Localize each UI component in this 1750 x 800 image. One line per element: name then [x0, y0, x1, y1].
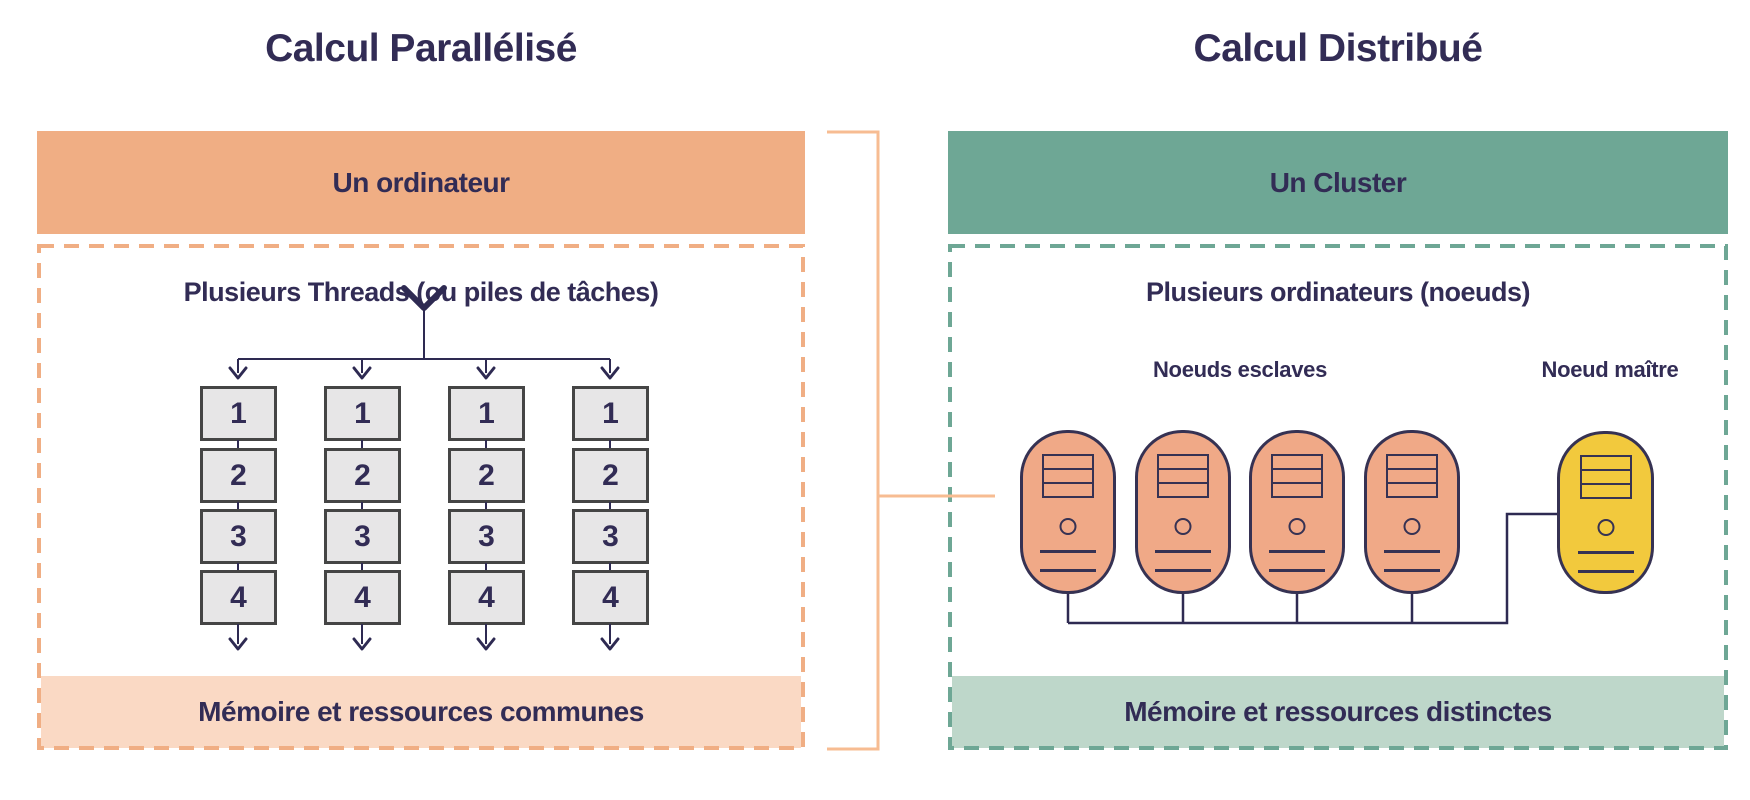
bay-divider — [1273, 467, 1321, 470]
bay-divider — [1388, 467, 1436, 470]
bay-divider — [1044, 467, 1092, 470]
power-button-icon — [1597, 519, 1614, 536]
thread-cell: 1 — [324, 386, 401, 441]
thread-cell: 4 — [324, 570, 401, 625]
thread-cell: 2 — [572, 448, 649, 503]
slave-node-icon-2 — [1135, 430, 1231, 594]
power-button-icon — [1059, 518, 1077, 535]
thread-cell: 3 — [572, 509, 649, 564]
drive-bay-icon — [1271, 454, 1323, 498]
vent-line — [1155, 550, 1211, 553]
vent-line — [1577, 570, 1634, 573]
thread-cell: 1 — [200, 386, 277, 441]
right-panel-title: Calcul Distribué — [1193, 27, 1483, 70]
left-inner-heading: Plusieurs Threads (ou piles de tâches) — [183, 276, 659, 307]
left-top-box: Un ordinateur — [37, 131, 805, 234]
bay-divider — [1273, 481, 1321, 484]
thread-cell: 2 — [200, 448, 277, 503]
drive-bay-icon — [1042, 454, 1094, 498]
right-top-box-label: Un Cluster — [1269, 166, 1407, 198]
slave-node-icon-1 — [1020, 430, 1116, 594]
bay-divider — [1044, 481, 1092, 484]
vent-line — [1269, 569, 1325, 572]
vent-line — [1040, 550, 1096, 553]
vent-line — [1384, 550, 1440, 553]
drive-bay-icon — [1157, 454, 1209, 498]
thread-cell: 2 — [324, 448, 401, 503]
left-top-box-label: Un ordinateur — [332, 166, 510, 198]
vent-line — [1040, 569, 1096, 572]
drive-bay-icon — [1386, 454, 1438, 498]
vent-line — [1577, 551, 1634, 554]
bay-divider — [1388, 481, 1436, 484]
thread-cell: 4 — [448, 570, 525, 625]
master-node-icon — [1557, 431, 1654, 594]
left-dashed-region — [37, 244, 805, 750]
thread-cell: 4 — [200, 570, 277, 625]
bay-divider — [1581, 468, 1630, 471]
right-memory-box: Mémoire et ressources distinctes — [952, 676, 1724, 748]
vent-line — [1384, 569, 1440, 572]
left-memory-label: Mémoire et ressources communes — [198, 696, 644, 727]
slave-node-icon-3 — [1249, 430, 1345, 594]
panel-connector-bracket — [827, 130, 880, 751]
right-inner-heading: Plusieurs ordinateurs (noeuds) — [1145, 276, 1531, 307]
vent-line — [1269, 550, 1325, 553]
thread-cell: 1 — [448, 386, 525, 441]
slave-nodes-label: Noeuds esclaves — [1152, 357, 1328, 382]
power-button-icon — [1288, 518, 1306, 535]
power-button-icon — [1403, 518, 1421, 535]
master-node-label: Noeud maître — [1541, 357, 1679, 382]
vent-line — [1155, 569, 1211, 572]
left-memory-box: Mémoire et ressources communes — [41, 676, 801, 748]
bay-divider — [1159, 467, 1207, 470]
thread-cell: 4 — [572, 570, 649, 625]
bay-divider — [1581, 482, 1630, 485]
bay-divider — [1159, 481, 1207, 484]
drive-bay-icon — [1579, 455, 1632, 499]
thread-cell: 3 — [448, 509, 525, 564]
slave-node-icon-4 — [1364, 430, 1460, 594]
right-memory-label: Mémoire et ressources distinctes — [1124, 696, 1552, 727]
thread-cell: 2 — [448, 448, 525, 503]
thread-cell: 3 — [200, 509, 277, 564]
power-button-icon — [1174, 518, 1192, 535]
thread-cell: 3 — [324, 509, 401, 564]
left-panel-title: Calcul Parallélisé — [265, 27, 577, 70]
right-top-box: Un Cluster — [948, 131, 1728, 234]
thread-cell: 1 — [572, 386, 649, 441]
